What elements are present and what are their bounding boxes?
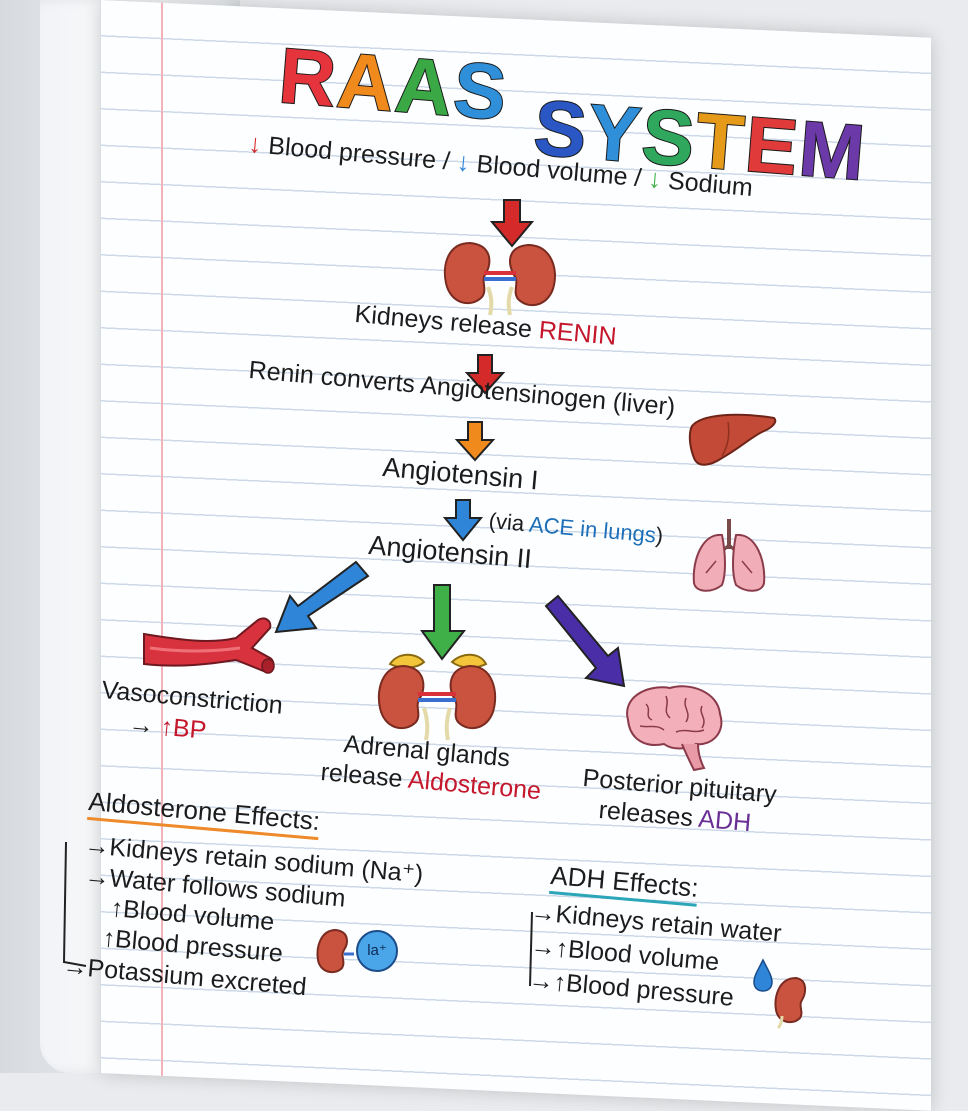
arrow-down-blue <box>442 499 484 542</box>
adh-effects-heading: ADH Effects: <box>549 860 700 907</box>
title-word-raas: RAAS <box>275 30 513 138</box>
via-prefix: (via <box>487 508 526 536</box>
aldosterone-highlight: Aldosterone <box>406 765 543 806</box>
trigger-sodium: Sodium <box>667 166 754 202</box>
down-arrow-icon: ↓ <box>247 128 263 160</box>
aldosterone-bracket <box>62 841 87 967</box>
via-suffix: ) <box>654 522 665 549</box>
trigger-blood-pressure: Blood pressure <box>267 131 438 175</box>
title-letter: S <box>450 44 513 138</box>
vaso-bp-line: → ↑BP <box>127 710 208 746</box>
angiotensin-i: Angiotensin I <box>381 452 540 496</box>
title-letter: M <box>795 103 871 198</box>
title-letter: R <box>275 30 342 124</box>
blood-vessel-icon <box>143 617 275 674</box>
arrow-down-red <box>464 354 506 395</box>
renin-converts-text: Renin converts Angiotensinogen (liver) <box>247 356 677 422</box>
arrow-down-red <box>489 199 535 248</box>
angiotensin-ii: Angiotensin II <box>367 530 533 575</box>
adh-heading-text: ADH Effects: <box>549 860 700 907</box>
title-raas: RAAS <box>275 30 513 139</box>
arrow-right-purple <box>544 594 626 688</box>
adh-highlight: ADH <box>697 804 753 838</box>
separator: / <box>633 163 643 193</box>
kidney-icon <box>774 976 807 1030</box>
right-arrow-icon: → <box>127 710 155 741</box>
title-letter: A <box>391 39 458 133</box>
brain-icon <box>626 685 723 772</box>
separator: / <box>441 146 452 176</box>
adrenal-kidneys-icon <box>377 653 497 741</box>
arrow-left-blue <box>274 560 370 634</box>
sodium-badge: la⁺ <box>356 930 398 972</box>
kidney-icon <box>316 928 354 974</box>
kidneys-icon <box>443 241 556 316</box>
adh-bracket <box>529 911 533 987</box>
renin-highlight: RENIN <box>537 316 618 351</box>
bp-highlight: BP <box>171 713 208 745</box>
ace-highlight: ACE in lungs <box>528 511 657 548</box>
diagram-content: RAAS SYSTEM ↓ Blood pressure / ↓ Blood v… <box>62 30 871 1030</box>
arrow-down-green <box>420 584 467 661</box>
water-drop-icon <box>753 958 773 992</box>
aldosterone-effects-heading: Aldosterone Effects: <box>87 786 321 841</box>
title-letter: A <box>333 35 400 129</box>
down-arrow-icon: ↓ <box>647 162 663 194</box>
arrow-down-orange <box>454 421 496 462</box>
lungs-icon <box>692 519 766 592</box>
aldosterone-heading-text: Aldosterone Effects: <box>87 786 321 841</box>
liver-icon <box>688 413 777 466</box>
release-text: release <box>319 758 404 794</box>
down-arrow-icon: ↓ <box>455 146 472 178</box>
